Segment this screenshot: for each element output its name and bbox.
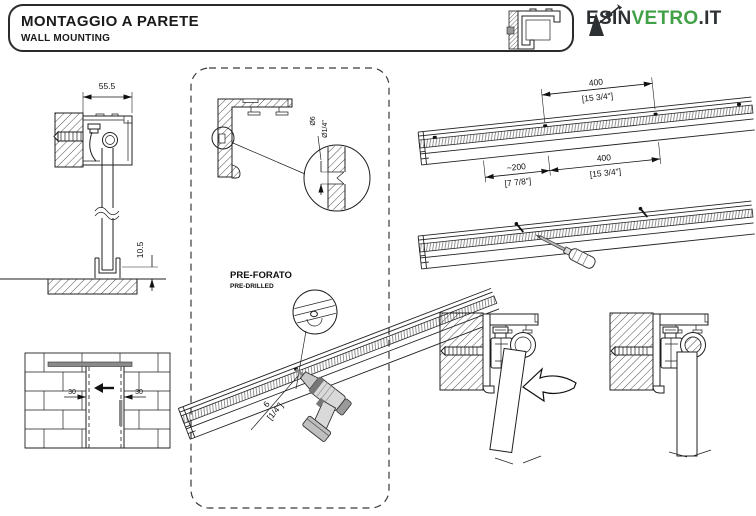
install-steps-drawing <box>439 312 712 465</box>
dim-spacing-mid-mm: 400 <box>596 152 611 163</box>
insert-direction-arrow-icon <box>522 367 577 403</box>
floor-hatch <box>47 278 138 295</box>
glass-edge-bar <box>119 400 123 426</box>
glass-vertical <box>676 351 698 457</box>
glass-panel <box>94 148 120 271</box>
dashed-panel-border <box>190 67 390 509</box>
logo-suffix: .IT <box>698 8 722 29</box>
roller-wheel <box>684 336 702 354</box>
glass-tilted <box>489 347 527 454</box>
screwdriver-icon <box>535 234 596 269</box>
dim-offset-left: 30 <box>68 389 76 396</box>
brick-wall-drawing: 30 30 <box>24 352 171 449</box>
wall-cross-section-drawing: 55.5 10.5 <box>0 81 166 295</box>
dim-spacing-end-mm: ~200 <box>506 161 526 173</box>
dim-floor-gap: 10.5 <box>135 241 145 258</box>
page-title: MONTAGGIO A PARETE <box>21 13 200 30</box>
wall-track-trolley-assembly <box>439 312 539 394</box>
detail-callout-circle <box>211 126 235 150</box>
dim-hole-dia-in: Ø1/4" <box>322 120 329 138</box>
door-opening <box>86 366 124 448</box>
hole-detail-view <box>303 135 371 212</box>
predrilled-label-it: PRE-FORATO <box>230 270 292 281</box>
predrill-detail-panel: Ø6 Ø1/4" PRE-FORATO PRE-DRILLED 6 [1/4"] <box>177 67 504 509</box>
wall-anchor-screw-icon <box>53 130 84 143</box>
dim-spacing-mid-in: [15 3/4"] <box>589 166 621 179</box>
dim-spacing-top-in: [15 3/4"] <box>581 91 613 104</box>
dim-spacing-end-in: [7 7/8"] <box>504 176 532 189</box>
dim-spacing-top-mm: 400 <box>588 77 603 88</box>
track-with-holes: 400 [15 3/4"] ~200 [7 7/8"] 400 [15 3/4"… <box>417 77 756 189</box>
logo-highlight: VETRO <box>631 8 699 29</box>
logo-pencil-icon <box>589 4 622 36</box>
dim-section-width: 55.5 <box>99 81 116 91</box>
logo-text: ESINVETRO.IT <box>586 8 722 30</box>
dim-drill-mm: 6 <box>261 399 272 409</box>
track-with-screws <box>417 200 756 270</box>
track-profile-section <box>82 113 133 166</box>
drill-icon <box>294 368 352 442</box>
slide-direction-arrow-icon <box>94 383 114 393</box>
brand-logo: ESINVETRO.IT <box>586 4 722 36</box>
l-profile-section <box>217 98 293 179</box>
dim-drill-labels: 6 [1/4"] <box>261 399 285 422</box>
title-box: MONTAGGIO A PARETE WALL MOUNTING <box>8 4 574 52</box>
dim-offset-right: 30 <box>135 389 143 396</box>
page-subtitle: WALL MOUNTING <box>21 33 111 44</box>
floor-guide-channel <box>94 257 121 278</box>
predrilled-label-en: PRE-DRILLED <box>230 283 274 290</box>
profile-cross-section-icon <box>506 8 561 50</box>
predrilled-hole-callout <box>292 289 338 390</box>
mounted-track-bar <box>47 361 133 367</box>
dim-hole-dia-mm: Ø6 <box>310 116 317 125</box>
track-spacing-drawing: 400 [15 3/4"] ~200 [7 7/8"] 400 [15 3/4"… <box>417 77 756 270</box>
